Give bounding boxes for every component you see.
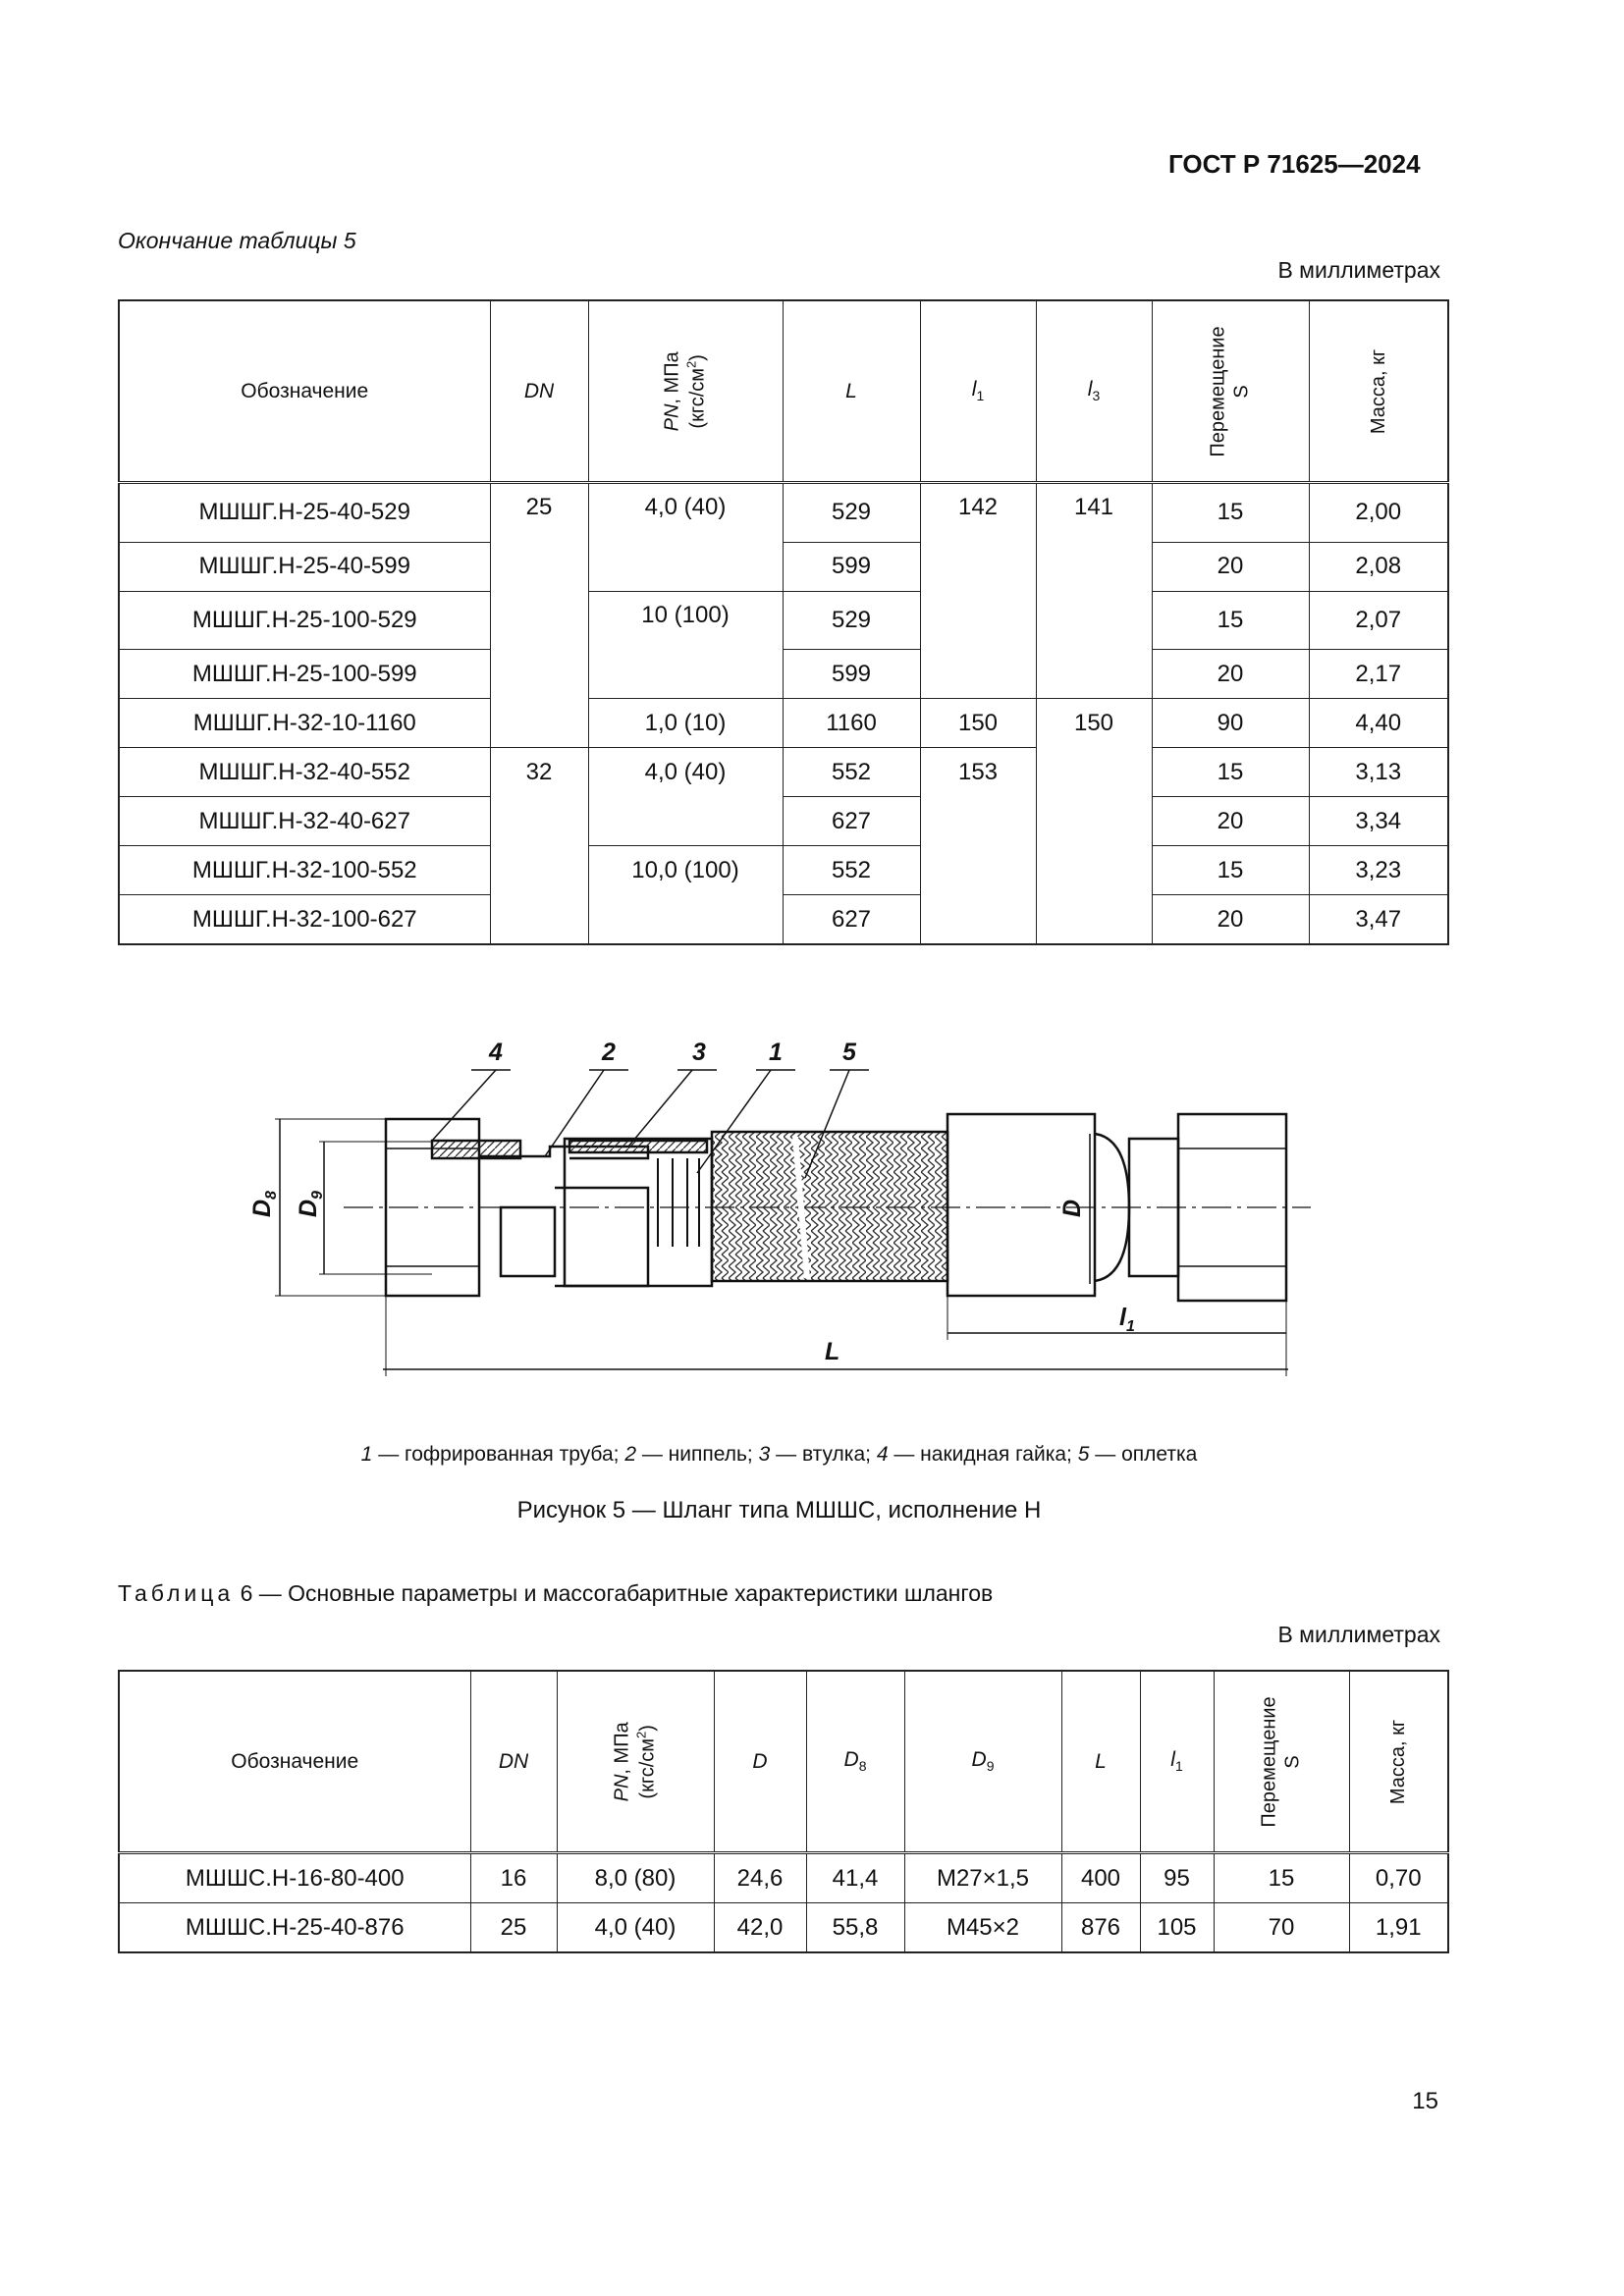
table-row: МШШГ.Н-32-40-627 627 20 3,34 <box>118 796 1449 846</box>
col-dn: DN <box>489 299 589 484</box>
table5-continuation-label: Окончание таблицы 5 <box>118 228 356 253</box>
col-mass: Масса, кг <box>1348 1670 1449 1854</box>
col-D: D <box>713 1670 807 1854</box>
page-number: 15 <box>1412 2088 1438 2114</box>
callout-1: 1 <box>769 1039 783 1066</box>
figure-legend: 1 — гофрированная труба; 2 — ниппель; 3 … <box>360 1443 1198 1466</box>
col-dn: DN <box>469 1670 558 1854</box>
table-5: Обозначение DN PN, МПа(кгс/см2) L l1 l3 … <box>118 299 1449 945</box>
hose-drawing: 4 2 3 1 5 D8 D9 D l1 L <box>248 1039 1311 1376</box>
col-pn: PN, МПа(кгс/см2) <box>556 1670 715 1854</box>
table-row: МШШГ.Н-25-40-529 25 4,0 (40) 529 142 141… <box>118 482 1449 543</box>
dim-l1: l1 <box>1119 1304 1135 1335</box>
col-L: L <box>782 299 921 484</box>
callout-4: 4 <box>488 1039 503 1066</box>
table-row: МШШГ.Н-32-100-627 627 20 3,47 <box>118 894 1449 945</box>
callout-3: 3 <box>692 1039 706 1066</box>
table6-title: Таблица 6 — Основные параметры и массога… <box>118 1580 994 1606</box>
figure-caption: Рисунок 5 — Шланг типа МШШС, исполнение … <box>516 1497 1042 1523</box>
col-l1: l1 <box>919 299 1037 484</box>
dim-d8: D8 <box>248 1191 280 1217</box>
table-row: МШШГ.Н-25-100-529 10 (100) 529 15 2,07 <box>118 590 1449 650</box>
table-row: МШШГ.Н-32-10-1160 1,0 (10) 1160 150 150 … <box>118 698 1449 748</box>
col-D9: D9 <box>903 1670 1062 1854</box>
table6-units: В миллиметрах <box>1277 1622 1440 1647</box>
table-row: МШШГ.Н-25-40-599 599 20 2,08 <box>118 541 1449 592</box>
col-designation: Обозначение <box>118 299 491 484</box>
dim-d9: D9 <box>295 1191 326 1217</box>
table-row: МШШГ.Н-32-100-552 10,0 (100) 552 15 3,23 <box>118 845 1449 895</box>
callout-2: 2 <box>601 1039 616 1066</box>
dim-L: L <box>825 1338 839 1365</box>
col-l1: l1 <box>1139 1670 1215 1854</box>
table-6: Обозначение DN PN, МПа(кгс/см2) D D8 D9 … <box>118 1670 1449 1953</box>
col-mass: Масса, кг <box>1308 299 1449 484</box>
col-pn: PN, МПа(кгс/см2) <box>587 299 784 484</box>
dim-d: D <box>1058 1200 1086 1217</box>
callout-5: 5 <box>842 1039 857 1066</box>
col-D8: D8 <box>805 1670 905 1854</box>
table-row: МШШГ.Н-25-100-599 599 20 2,17 <box>118 649 1449 699</box>
standard-number: ГОСТ Р 71625—2024 <box>1168 149 1421 179</box>
table5-units: В миллиметрах <box>1277 257 1440 283</box>
col-designation: Обозначение <box>118 1670 471 1854</box>
table-row: МШШГ.Н-32-40-552 32 4,0 (40) 552 153 15 … <box>118 747 1449 797</box>
col-l3: l3 <box>1035 299 1153 484</box>
col-L: L <box>1060 1670 1141 1854</box>
